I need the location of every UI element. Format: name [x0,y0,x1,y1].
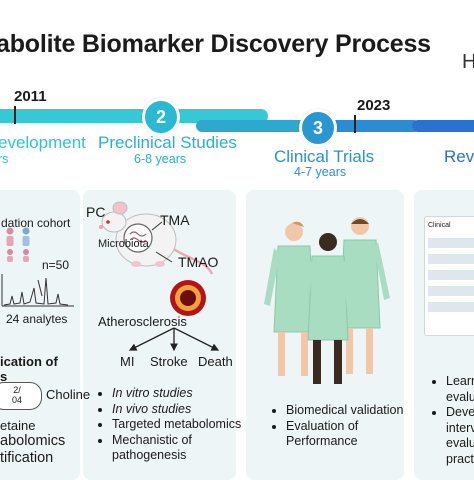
bullet-devel-cont-1: interv [446,420,474,435]
stage-1-name: evelopment [0,133,86,152]
document-line-1 [428,238,474,248]
timeline-band-stage-3 [330,120,420,132]
preclinical-bullet-list: In vitro studies In vivo studies Targete… [96,386,241,464]
compound-name-betaine: etaine [0,418,36,433]
atherosclerosis-label: Atherosclerosis [98,314,187,329]
discovery-bottom-line-2: tification [0,450,54,466]
stage-2-number: 2 [142,98,180,136]
stage-2-name: Preclinical Studies [98,133,237,152]
bullet-biomedical-validation: Biomedical validation [286,403,403,419]
microbiota-label: Microbiota [98,238,149,250]
tma-label: TMA [160,212,190,228]
analytes-label: 24 analytes [6,312,68,326]
year-start-tick [14,106,16,124]
review-bullet-list: Learn evalu Devel interv evalu pract [430,374,474,467]
year-current-label: 2023 [357,97,391,114]
spectrum-chart-icon [1,274,74,307]
identification-label-line-1: ication of [0,354,58,369]
diagram-title: abolite Biomarker Discovery Process [0,30,431,58]
patients-illustration [264,217,390,384]
bullet-targeted-metabolomics: Targeted metabolomics [112,417,241,433]
diagram-title-cut-off: H [462,51,474,73]
stage-3-name: Clinical Trials [274,147,375,166]
cohort-label: dation cohort [1,216,71,230]
pc-label: PC [86,204,106,220]
document-line-5 [428,302,474,312]
bullet-performance-cont: Performance [286,434,358,448]
clinical-bullet-list: Biomedical validation Evaluation of Perf… [270,403,403,450]
outcome-stroke: Stroke [150,354,188,369]
stage-1-duration: rs [0,152,9,166]
compound-name-choline: Choline [46,387,91,402]
timeline-band-stage-4 [412,120,474,132]
year-current-tick [354,115,356,133]
discovery-bottom-line-1: abolomics [0,433,66,449]
year-start-label: 2011 [14,88,47,105]
mouse-icon [99,201,214,275]
document-line-2 [428,254,474,264]
bullet-evaluation-of: Evaluation of [286,419,403,435]
bullet-learn-cont: evalu [446,389,474,404]
bullet-devel-cont-3: pract [446,451,474,466]
bullet-mechanistic: Mechanistic of [112,433,241,449]
bullet-in-vivo: In vivo studies [112,402,241,418]
bullet-learn: Learn [446,374,474,390]
cohort-people-icon [6,227,30,262]
tmao-label: TMAO [178,254,219,270]
bullet-pathogenesis-cont: pathogenesis [112,448,187,462]
stage-3-duration: 4-7 years [294,165,347,179]
sample-size-label: n=50 [42,258,70,272]
timeline-band-stage-1 [0,109,268,123]
bullet-in-vitro: In vitro studies [112,386,241,402]
bullet-devel: Devel [446,405,474,421]
stage-3-number: 3 [299,109,337,147]
stage-4-name: Revie [444,147,474,166]
bullet-devel-cont-2: evalu [446,436,474,450]
compound-id-box: 2/ 04 [0,382,42,410]
document-line-4 [428,286,474,296]
clinical-document-label: Clinical [428,222,451,229]
stage-2-duration: 6-8 years [134,152,187,166]
outcome-death: Death [198,354,233,369]
artery-plaque-icon [170,280,206,316]
outcome-arrows [128,327,220,352]
outcome-mi: MI [120,354,135,369]
identification-label-line-2: s [0,369,8,384]
document-line-3 [428,270,474,280]
